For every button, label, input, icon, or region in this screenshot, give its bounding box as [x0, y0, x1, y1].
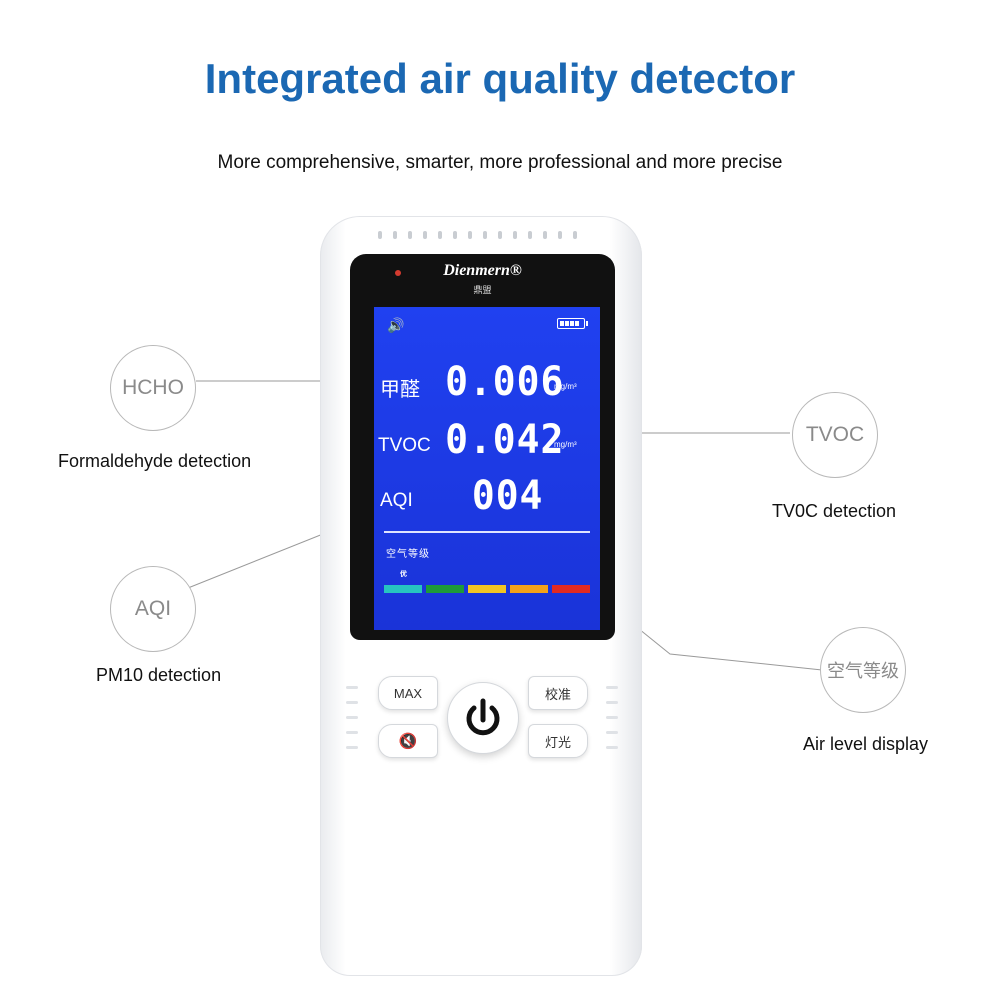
hcho-value: 0.006	[445, 359, 565, 405]
level-bar-3	[468, 585, 506, 593]
battery-icon	[557, 318, 588, 329]
level-bar-1	[384, 585, 422, 593]
aqi-value: 004	[471, 473, 544, 519]
grip-ridge	[606, 746, 618, 749]
tvoc-callout-circle: TVOC	[792, 392, 878, 478]
tvoc-callout-label: TV0C detection	[772, 501, 897, 521]
vent-hole	[408, 231, 412, 239]
page-subtitle: More comprehensive, smarter, more profes…	[217, 152, 783, 173]
vent-hole	[543, 231, 547, 239]
aqi-callout-circle: AQI	[110, 566, 196, 652]
grip-ridge	[346, 746, 358, 749]
hcho-label: 甲醛	[380, 379, 420, 401]
grip-ridge	[346, 716, 358, 719]
grip-ridge	[346, 686, 358, 689]
aqi-callout-label: PM10 detection	[96, 665, 222, 685]
tvoc-callout-text: TVOC	[805, 423, 865, 446]
air-level-callout-label: Air level display	[803, 734, 929, 754]
hcho-callout-circle: HCHO	[110, 345, 196, 431]
tvoc-unit: mg/m³	[554, 440, 577, 449]
lcd-screen: 🔊 甲醛 0.006 mg/m³ TVOC 0.042 mg/m³ AQI 00…	[374, 307, 600, 630]
page-title: Integrated air quality detector	[204, 55, 796, 102]
grip-ridge	[606, 716, 618, 719]
calibrate-button[interactable]: 校准	[528, 676, 588, 710]
light-button-label: 灯光	[544, 734, 571, 750]
air-quality-detector: Dienmern® 鼎盟 🔊 甲醛 0.006 mg/m³ TVOC 0.042…	[320, 216, 642, 976]
vent-hole	[468, 231, 472, 239]
screen-divider	[384, 531, 590, 533]
speaker-icon: 🔊	[387, 317, 405, 333]
indicator-led	[395, 270, 401, 276]
aqi-label: AQI	[380, 490, 413, 511]
hcho-callout-label: Formaldehyde detection	[58, 451, 252, 471]
air-level-callout-circle: 空气等级	[820, 627, 906, 713]
max-button[interactable]: MAX	[378, 676, 438, 710]
tvoc-label: TVOC	[378, 435, 431, 456]
grip-ridge	[606, 731, 618, 734]
grip-ridge	[606, 686, 618, 689]
brand-logo: Dienmern®	[443, 262, 522, 279]
air-level-label: 空气等级	[386, 549, 430, 560]
power-button[interactable]	[447, 682, 519, 754]
vent-hole	[453, 231, 457, 239]
hcho-unit: mg/m³	[554, 382, 577, 391]
vent-hole	[528, 231, 532, 239]
air-level-callout-text: 空气等级	[827, 661, 899, 681]
aqi-callout-text: AQI	[134, 597, 172, 620]
screen-bezel: Dienmern® 鼎盟 🔊 甲醛 0.006 mg/m³ TVOC 0.042…	[350, 254, 615, 640]
vent-hole	[513, 231, 517, 239]
vent-hole	[423, 231, 427, 239]
vent-hole	[438, 231, 442, 239]
grip-ridge	[346, 701, 358, 704]
level-bar-5	[552, 585, 590, 593]
level-bar-4	[510, 585, 548, 593]
mute-button[interactable]: 🔇	[378, 724, 438, 758]
vent-hole	[558, 231, 562, 239]
vent-hole	[498, 231, 502, 239]
level-bar-2	[426, 585, 464, 593]
vent-hole	[483, 231, 487, 239]
mute-icon: 🔇	[398, 733, 418, 750]
air-level-indicator: 优	[400, 571, 407, 578]
vent-hole	[573, 231, 577, 239]
brand-subtitle: 鼎盟	[473, 285, 492, 295]
hcho-callout-text: HCHO	[122, 376, 184, 399]
grip-ridge	[346, 731, 358, 734]
vent-hole	[378, 231, 382, 239]
max-button-label: MAX	[393, 685, 423, 701]
vent-hole	[393, 231, 397, 239]
calibrate-button-label: 校准	[544, 686, 571, 702]
light-button[interactable]: 灯光	[528, 724, 588, 758]
power-icon	[466, 698, 500, 736]
tvoc-value: 0.042	[445, 417, 565, 463]
grip-ridge	[606, 701, 618, 704]
